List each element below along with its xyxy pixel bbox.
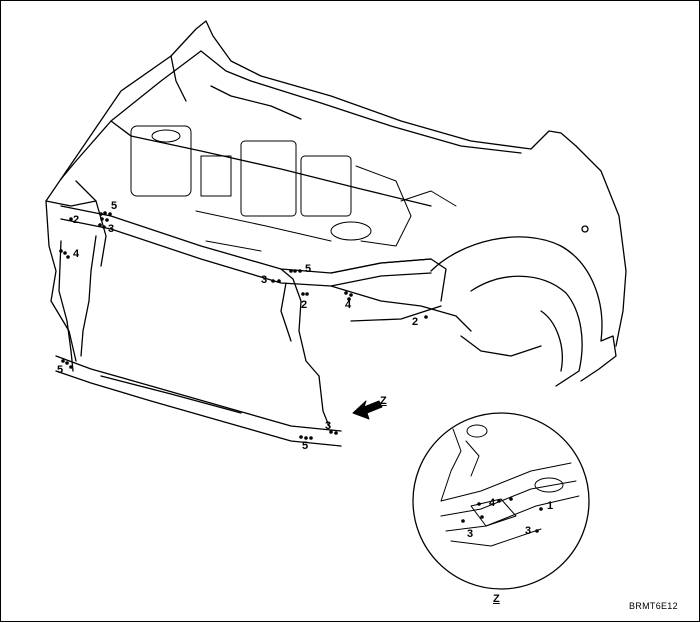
callout-label: 5 [57,364,64,376]
lower-cross-member [55,355,342,447]
inset-callout-label: 3 [525,525,532,537]
view-z-marker: Z [380,395,387,407]
callout-label: 4 [345,299,352,311]
inset-caption: Z [493,593,500,605]
cowl-panel [60,20,577,207]
detail-z-inset [412,412,590,590]
inset-callout-label: 3 [467,528,474,540]
callout-label: 2 [301,299,308,311]
engine-bay-structure [130,125,457,252]
left-apron [45,178,107,362]
callout-label: 5 [305,263,312,275]
right-side-member [330,258,472,332]
right-fender [430,145,627,387]
callout-label: 5 [111,200,118,212]
left-radiator-support [58,235,97,372]
figure-code: BRMT6E12 [629,601,678,611]
callout-label: 2 [73,214,80,226]
inset-callout-label: 1 [547,500,554,512]
weld-spots [59,211,543,533]
callout-label: 2 [412,316,419,328]
callout-label: 3 [325,420,332,432]
callout-label: 5 [302,440,309,452]
callout-label: 3 [261,274,268,286]
view-direction-arrow [352,400,383,420]
upper-cross-member [60,205,432,377]
callout-label: 4 [73,248,80,260]
callout-label: 3 [108,223,115,235]
inset-callout-label: 4 [489,497,496,509]
